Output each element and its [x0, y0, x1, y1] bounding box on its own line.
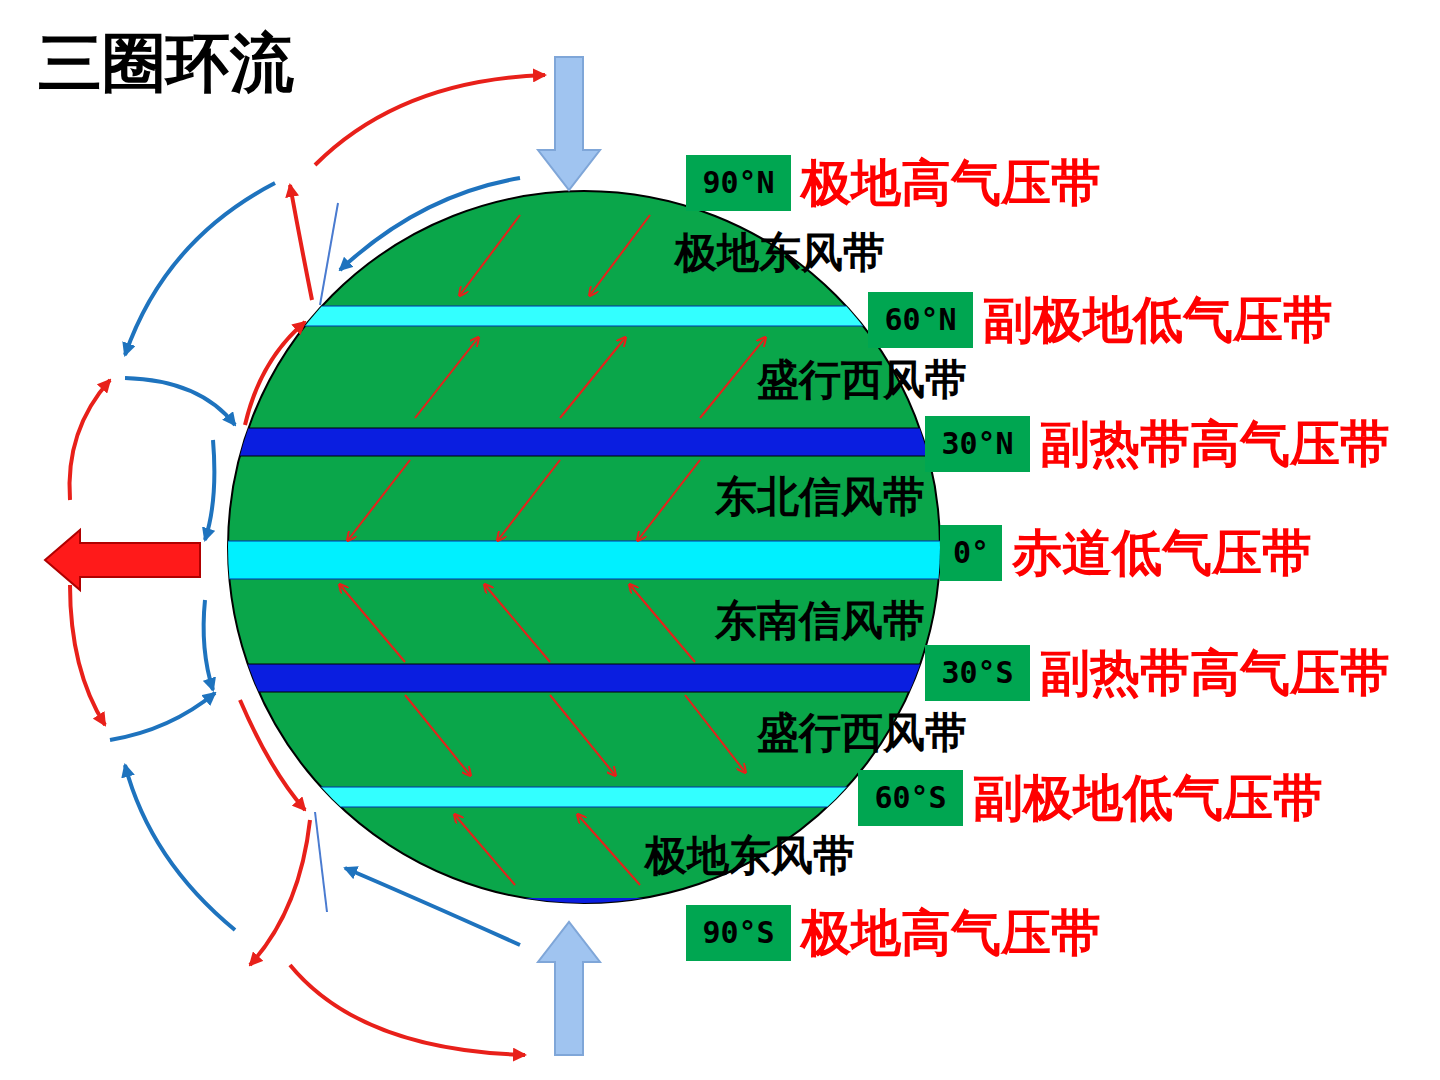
wind-belt-label: 极地东风带 — [675, 230, 885, 276]
latitude-box: 30°N — [925, 416, 1030, 472]
latitude-belt: 30°S副热带高气压带 — [925, 645, 1390, 701]
latitude-belt: 90°N极地高气压带 — [686, 155, 1101, 211]
latitude-box: 60°S — [858, 770, 963, 826]
wind-belt-label: 盛行西风带 — [757, 357, 967, 403]
wind-belt-label: 东南信风带 — [715, 598, 925, 644]
pressure-belt-name: 极地高气压带 — [801, 906, 1101, 961]
pressure-bands — [200, 306, 1000, 918]
south-pole-sinking-arrow — [538, 922, 600, 1055]
latitude-box: 30°S — [925, 645, 1030, 701]
pressure-belt-name: 副热带高气压带 — [1040, 646, 1390, 701]
equator-outflow-arrow — [45, 530, 200, 590]
pressure-belt-name: 副热带高气压带 — [1040, 417, 1390, 472]
latitude-belt: 90°S极地高气压带 — [686, 905, 1101, 961]
latitude-box: 90°N — [686, 155, 791, 211]
pressure-belt-name: 副极地低气压带 — [973, 771, 1323, 826]
pressure-belt-name: 极地高气压带 — [801, 156, 1101, 211]
pressure-belt-name: 赤道低气压带 — [1012, 526, 1312, 581]
wind-belt-label: 极地东风带 — [645, 833, 855, 879]
latitude-belt: 60°N副极地低气压带 — [868, 292, 1333, 348]
latitude-belt: 60°S副极地低气压带 — [858, 770, 1323, 826]
wind-belt-label: 东北信风带 — [715, 474, 925, 520]
latitude-box: 0° — [940, 525, 1002, 581]
latitude-belt: 30°N副热带高气压带 — [925, 416, 1390, 472]
latitude-belt: 0°赤道低气压带 — [940, 525, 1312, 581]
surface-wind-arrows — [340, 215, 765, 885]
diagram-title: 三圈环流 — [38, 28, 294, 98]
wind-belt-label: 盛行西风带 — [757, 710, 967, 756]
pressure-belt-name: 副极地低气压带 — [983, 293, 1333, 348]
latitude-box: 90°S — [686, 905, 791, 961]
north-pole-sinking-arrow — [538, 57, 600, 190]
latitude-box: 60°N — [868, 292, 973, 348]
